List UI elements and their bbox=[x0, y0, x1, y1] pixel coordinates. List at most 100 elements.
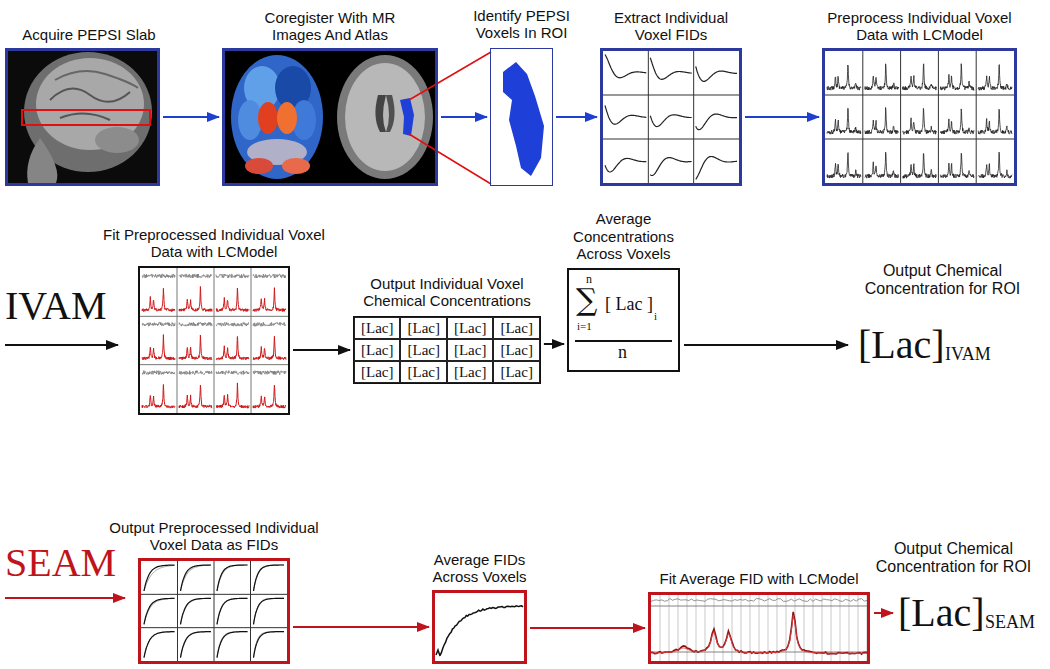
fid-trace bbox=[144, 632, 175, 658]
spectrum-trace bbox=[142, 335, 175, 360]
fraction-bar bbox=[575, 340, 672, 342]
method-subscript: IVAM bbox=[945, 344, 991, 365]
plot-grid bbox=[141, 561, 287, 661]
method-subscript: SEAM bbox=[985, 612, 1035, 633]
mri-sagittal bbox=[22, 110, 150, 125]
plot-panel: Extract Individual Voxel FIDs bbox=[600, 48, 742, 186]
atlas-and-mri bbox=[282, 158, 310, 174]
step-heading: Extract Individual Voxel FIDs bbox=[596, 9, 746, 44]
fid-trace bbox=[605, 106, 646, 125]
flow-arrow bbox=[556, 116, 597, 118]
atlas-and-mri bbox=[400, 98, 414, 136]
spectrum-trace bbox=[651, 615, 867, 653]
table-cell: [Lac] bbox=[354, 361, 400, 383]
plot-grid bbox=[140, 268, 288, 413]
spectrum-trace bbox=[865, 108, 899, 135]
flow-arrow bbox=[745, 116, 819, 118]
concentration-symbol: [Lac] bbox=[858, 322, 945, 368]
residual-trace bbox=[142, 371, 175, 375]
fid-trace bbox=[605, 55, 646, 78]
flow-arrow bbox=[163, 116, 219, 118]
fid-trace bbox=[436, 606, 523, 656]
table-cell: [Lac] bbox=[493, 317, 539, 339]
formula-symbol: [ Lac ] bbox=[605, 295, 653, 315]
mri-sagittal bbox=[8, 51, 157, 183]
fid-trace bbox=[217, 565, 248, 591]
table-cell: [Lac] bbox=[400, 339, 446, 361]
spectrum-trace bbox=[865, 152, 899, 178]
residual-trace bbox=[253, 274, 286, 278]
step-heading: Fit Preprocessed Individual Voxel Data w… bbox=[89, 226, 339, 261]
residual-trace bbox=[253, 322, 286, 326]
method-name: SEAM bbox=[5, 540, 116, 586]
residual-trace bbox=[142, 274, 175, 278]
mri-sagittal bbox=[60, 113, 110, 120]
atlas-and-mri bbox=[258, 102, 278, 134]
spectrum-trace bbox=[978, 109, 1012, 134]
spectrum-trace bbox=[216, 383, 249, 408]
table-cell: [Lac] bbox=[493, 339, 539, 361]
spectrum-trace bbox=[940, 109, 974, 134]
fid-trace bbox=[181, 598, 212, 624]
plot-panel: Fit Average FID with LCModel bbox=[648, 592, 870, 664]
step-heading: Preprocess Individual Voxel Data with LC… bbox=[810, 9, 1030, 44]
mri-sagittal bbox=[8, 51, 157, 183]
fid-trace bbox=[144, 632, 175, 658]
fid-trace bbox=[181, 565, 212, 591]
residual-trace bbox=[216, 371, 249, 375]
mri-sagittal bbox=[55, 71, 138, 88]
spectrum-trace bbox=[903, 64, 937, 90]
atlas-and-mri bbox=[225, 51, 491, 184]
plot-grid bbox=[660, 595, 867, 661]
fid-trace bbox=[650, 158, 691, 176]
spectrum-trace bbox=[865, 64, 899, 90]
concentration-table: Output Individual Voxel Chemical Concent… bbox=[353, 316, 541, 384]
atlas-and-mri bbox=[277, 102, 297, 134]
step-heading: Acquire PEPSI Slab bbox=[4, 26, 174, 43]
fid-trace bbox=[181, 632, 212, 658]
fid-trace bbox=[217, 565, 248, 591]
plot-grid bbox=[825, 51, 1014, 183]
spectrum-trace bbox=[179, 287, 212, 312]
side-arrows bbox=[5, 597, 125, 599]
spectrum-trace bbox=[253, 336, 286, 359]
formula-box: Average Concentrations Across Voxelsn∑i=… bbox=[567, 268, 680, 372]
fid-trace bbox=[650, 115, 691, 127]
fid-trace bbox=[254, 565, 285, 591]
fid-trace bbox=[181, 632, 212, 658]
spectrum-trace bbox=[940, 64, 974, 90]
flow-arrow bbox=[544, 343, 564, 345]
fid-trace bbox=[254, 565, 285, 591]
spectrum-trace bbox=[827, 153, 861, 179]
residual-trace bbox=[179, 322, 212, 326]
atlas-and-mri bbox=[345, 63, 425, 171]
spectrum-trace bbox=[253, 288, 286, 312]
roi-mask bbox=[503, 62, 544, 176]
atlas-and-mri bbox=[231, 55, 323, 179]
fid-trace bbox=[696, 114, 737, 130]
table-cell: [Lac] bbox=[354, 317, 400, 339]
spectrum-trace bbox=[253, 385, 286, 408]
output-heading: Output Chemical Concentration for ROI bbox=[855, 262, 1030, 299]
formula-symbol: n bbox=[618, 343, 627, 363]
fid-trace bbox=[254, 598, 285, 624]
residual-trace bbox=[179, 371, 212, 375]
step-heading: Average FIDs Across Voxels bbox=[424, 551, 536, 586]
atlas-and-mri bbox=[409, 134, 491, 184]
step-heading: Output Preprocessed Individual Voxel Dat… bbox=[89, 519, 339, 554]
spectrum-trace bbox=[651, 612, 867, 654]
table-cell: [Lac] bbox=[493, 361, 539, 383]
flow-arrow bbox=[293, 349, 350, 351]
fid-trace bbox=[217, 632, 248, 658]
fid-trace bbox=[254, 598, 285, 624]
atlas-and-mri bbox=[225, 51, 435, 183]
formula-symbol: i bbox=[654, 310, 657, 322]
side-arrows bbox=[684, 344, 848, 346]
plot-grid bbox=[603, 51, 739, 183]
image-panel: Identify PEPSI Voxels In ROI bbox=[490, 48, 553, 186]
output-heading: Output Chemical Concentration for ROI bbox=[866, 540, 1041, 577]
plot-panel: Preprocess Individual Voxel Data with LC… bbox=[822, 48, 1017, 186]
spectrum-trace bbox=[142, 288, 175, 311]
flow-arrow bbox=[293, 626, 429, 628]
